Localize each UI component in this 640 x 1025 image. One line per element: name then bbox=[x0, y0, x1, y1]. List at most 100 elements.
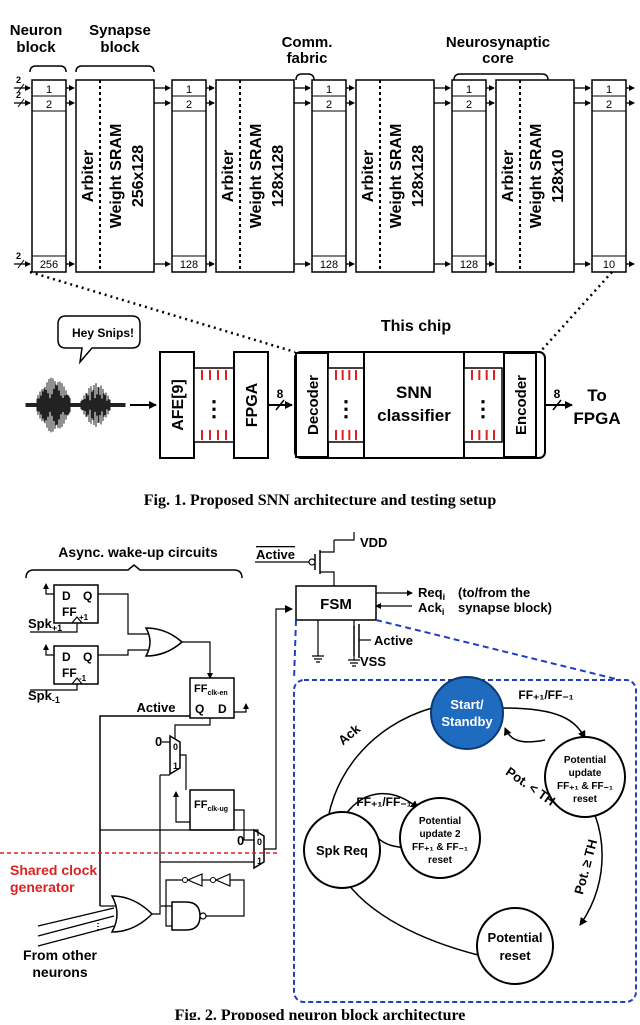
neuron-index-last: 10 bbox=[603, 259, 615, 271]
waveform-trace bbox=[25, 377, 126, 433]
core-brace bbox=[453, 73, 549, 81]
neuron-index-2: 2 bbox=[326, 99, 332, 111]
neuron-block-label-2: block bbox=[16, 39, 56, 56]
to-from-label-2: synapse block) bbox=[458, 600, 552, 615]
inverter-1-bubble bbox=[210, 877, 216, 883]
ff-minus1-name: FF bbox=[62, 666, 77, 680]
req-label: Reqi bbox=[418, 585, 445, 602]
sram-size-label: 128x128 bbox=[270, 145, 287, 207]
fig1-test-setup: Hey Snips! AFE[9] ⋮ FPGA 8 This chip Dec… bbox=[25, 315, 621, 509]
ff-minus1-clk bbox=[71, 677, 83, 685]
neuron-index-1: 1 bbox=[606, 84, 612, 96]
ff-plus1-sub: +1 bbox=[79, 613, 89, 622]
ff-minus1-d: D bbox=[62, 650, 71, 664]
decoder-dots: ⋮ bbox=[335, 396, 357, 421]
ff-minus1-sub: -1 bbox=[79, 674, 87, 683]
arc-reset-to-spk bbox=[344, 879, 479, 956]
synapse-box bbox=[215, 79, 295, 273]
state-update2-label-4: reset bbox=[428, 855, 453, 866]
speech-bubble-text: Hey Snips! bbox=[72, 326, 134, 340]
active-bar-label: Active bbox=[256, 547, 295, 562]
synapse-box bbox=[75, 79, 155, 273]
synapse-box bbox=[495, 79, 575, 273]
mux-2 bbox=[253, 828, 265, 870]
neuron-index-2: 2 bbox=[46, 99, 52, 111]
neurosynaptic-label-2: core bbox=[482, 50, 514, 67]
synapse-brace bbox=[75, 65, 155, 73]
transition-ff-top: FF₊₁/FF₋₁ bbox=[518, 688, 573, 702]
synapse-block-label-1: Synapse bbox=[89, 22, 151, 39]
bus-width-label: 2 bbox=[16, 75, 21, 85]
or-gate-ff bbox=[144, 627, 184, 657]
or-gate-neurons bbox=[110, 895, 154, 933]
state-update2-label-2: update 2 bbox=[419, 829, 461, 840]
state-update2-label-1: Potential bbox=[419, 816, 461, 827]
encoder-block bbox=[503, 352, 537, 458]
bus-width-label: 2 bbox=[16, 251, 21, 261]
state-spk-req bbox=[303, 811, 381, 889]
spk-minus1-label: Spk-1 bbox=[28, 688, 60, 705]
mux2-const-0: 0 bbox=[237, 833, 244, 848]
async-title: Async. wake-up circuits bbox=[58, 544, 218, 560]
ff-clk-en bbox=[189, 677, 235, 719]
weight-sram-label: Weight SRAM bbox=[108, 124, 125, 229]
ring-wire-3 bbox=[165, 879, 182, 927]
fig2-neuron-block: Async. wake-up circuits D Q FF +1 D Q FF… bbox=[0, 532, 637, 1024]
bus-width-8-right: 8 bbox=[554, 387, 561, 401]
shared-clock-label-1: Shared clock bbox=[10, 862, 97, 878]
ff-clk-ug bbox=[189, 789, 235, 831]
from-other-label-2: neurons bbox=[32, 964, 87, 980]
weight-sram-label: Weight SRAM bbox=[388, 124, 405, 229]
ff-plus1-q-wire bbox=[98, 593, 148, 635]
speech-bubble bbox=[57, 315, 141, 365]
decoder-red-wires bbox=[335, 370, 357, 440]
neuron-index-1: 1 bbox=[46, 84, 52, 96]
fpga-label: FPGA bbox=[244, 382, 261, 427]
encoder-label: Encoder bbox=[513, 375, 530, 435]
mux1-sel-wire bbox=[174, 718, 211, 739]
ff-clk-en-name: FFclk-en bbox=[194, 683, 228, 697]
afe-fpga-dots: ⋮ bbox=[203, 396, 225, 421]
mux1-0: 0 bbox=[173, 742, 178, 752]
vss-label: VSS bbox=[360, 654, 386, 669]
state-start-standby bbox=[430, 676, 504, 750]
snn-label-1: SNN bbox=[396, 383, 432, 402]
fsm-label: FSM bbox=[320, 596, 352, 613]
neuron-index-1: 1 bbox=[186, 84, 192, 96]
mux1-out-wire bbox=[180, 754, 187, 790]
neuron-in-1 bbox=[37, 925, 115, 947]
neuron-index-last: 128 bbox=[460, 259, 478, 271]
neuron-brace bbox=[29, 65, 67, 73]
neuron-index-last: 128 bbox=[320, 259, 338, 271]
pmos-bubble bbox=[308, 558, 316, 566]
state-update-label-3: FF₊₁ & FF₋₁ bbox=[557, 781, 613, 792]
fig1-caption: Fig. 1. Proposed SNN architecture and te… bbox=[144, 492, 497, 509]
ff-minus1-d-tie bbox=[43, 644, 54, 656]
bus-slash bbox=[17, 259, 25, 269]
ff-clk-ug-out-wire bbox=[234, 809, 254, 841]
ff-clk-en-d: D bbox=[218, 702, 227, 716]
afe-fpga-red-wires bbox=[201, 370, 227, 440]
afe-fpga-link bbox=[193, 367, 235, 443]
ff-clk-en-d-tie bbox=[234, 703, 249, 713]
nand-bubble bbox=[199, 912, 207, 920]
neuron-column-box bbox=[311, 79, 347, 273]
spk-plus1-label: Spk+1 bbox=[28, 616, 62, 633]
nand-gate bbox=[171, 901, 201, 931]
zoom-dash-left bbox=[293, 619, 297, 681]
arbiter-label: Arbiter bbox=[500, 150, 517, 202]
neuron-index-2: 2 bbox=[606, 99, 612, 111]
shared-clock-label-2: generator bbox=[10, 879, 75, 895]
neuron-index-1: 1 bbox=[326, 84, 332, 96]
vdd-label: VDD bbox=[360, 535, 387, 550]
ff-minus1 bbox=[53, 645, 99, 685]
state-reset-label-1: Potential bbox=[488, 930, 543, 945]
encoder-dots: ⋮ bbox=[472, 396, 494, 421]
state-update2-label-3: FF₊₁ & FF₋₁ bbox=[412, 842, 468, 853]
